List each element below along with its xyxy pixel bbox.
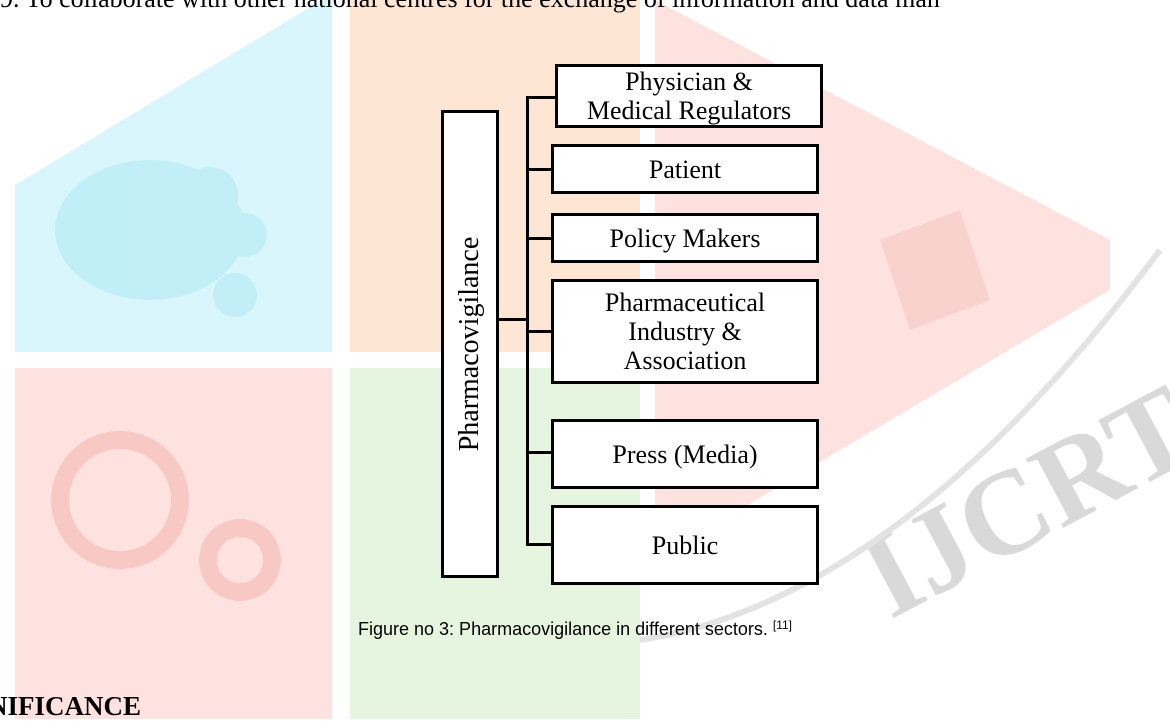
caption-reference: [11]	[772, 618, 793, 632]
cloud-icon	[55, 160, 267, 317]
root-box: Pharmacovigilance	[441, 110, 499, 578]
node-patient: Patient	[551, 144, 819, 194]
node-press-media: Press (Media)	[551, 419, 819, 489]
watermark-swoosh	[639, 248, 1163, 643]
gear-icon	[51, 431, 281, 601]
root-label: Pharmacovigilance	[454, 236, 485, 452]
branch-connector	[526, 168, 554, 171]
figure-caption: Figure no 3: Pharmacovigilance in differ…	[358, 618, 792, 640]
branch-connector	[526, 451, 554, 454]
branch-connector	[526, 543, 554, 546]
node-physician: Physician & Medical Regulators	[555, 64, 823, 128]
node-policy-makers: Policy Makers	[551, 213, 819, 263]
branch-connector	[526, 96, 558, 99]
branch-connector	[526, 237, 554, 240]
spine-connector	[526, 96, 529, 546]
caption-text: Figure no 3: Pharmacovigilance in differ…	[358, 619, 773, 639]
root-connector	[499, 318, 529, 321]
node-public: Public	[551, 505, 819, 585]
node-pharmaceutical-industry: Pharmaceutical Industry & Association	[551, 279, 819, 384]
section-heading: NIFICANCE	[0, 691, 142, 721]
branch-connector	[526, 330, 554, 333]
list-item-text: 9. To collaborate with other national ce…	[0, 0, 940, 15]
book-icon	[880, 210, 990, 330]
